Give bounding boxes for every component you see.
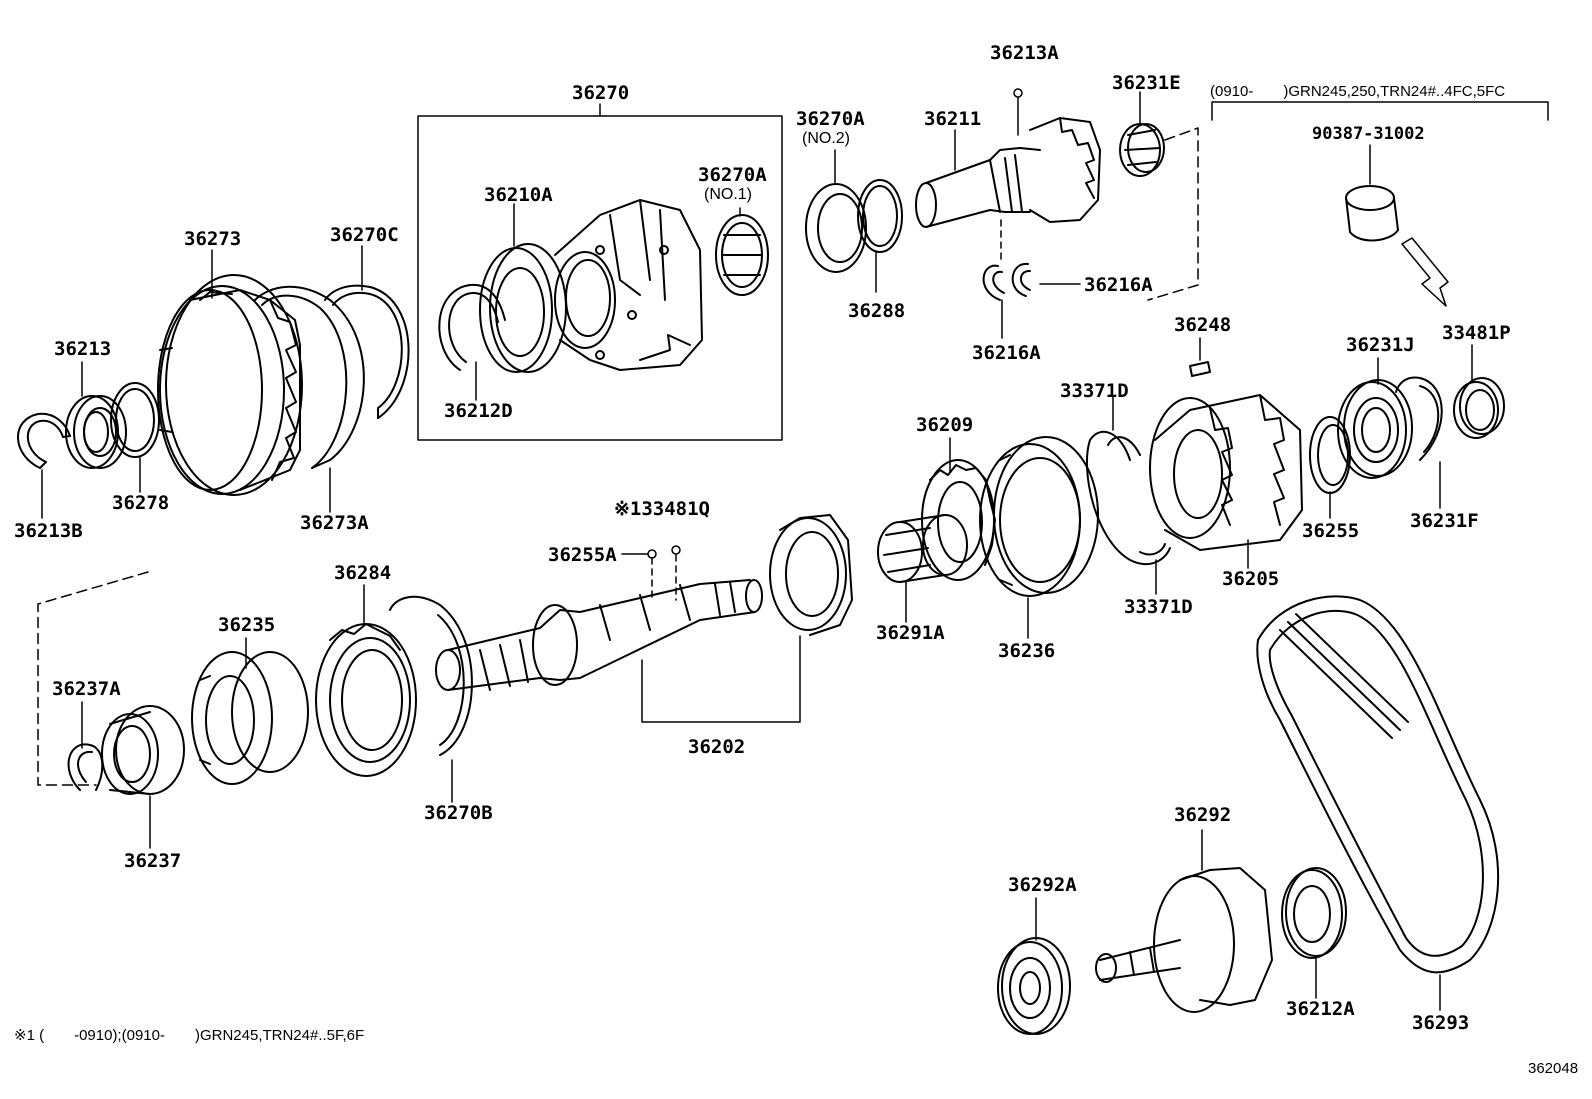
part-label-33481P[interactable]: 33481P — [1442, 322, 1511, 344]
part-label-36212A[interactable]: 36212A — [1286, 998, 1355, 1020]
gear-36292-drawing — [1095, 867, 1273, 1013]
part-label-36213B[interactable]: 36213B — [14, 520, 83, 542]
snap-ring-36273A-drawing — [254, 285, 365, 469]
synchro-hub-36284-drawing — [315, 623, 417, 777]
part-label-36292A[interactable]: 36292A — [1008, 874, 1077, 896]
part-label-36212D[interactable]: 36212D — [444, 400, 513, 422]
sleeve-90387-31002-drawing — [1345, 185, 1399, 242]
planetary-carrier-drawing — [554, 199, 703, 371]
ring-36278-drawing — [110, 382, 160, 458]
snap-ring-36213B-drawing — [17, 412, 71, 469]
part-label-36270B[interactable]: 36270B — [424, 802, 493, 824]
needle-bearing-36231E-drawing — [1119, 123, 1165, 177]
part-label-36209[interactable]: 36209 — [916, 414, 974, 436]
part-label-33371D-bottom[interactable]: 33371D — [1124, 596, 1193, 618]
qualifier-no2: (NO.2) — [802, 130, 850, 147]
part-label-36216A-right[interactable]: 36216A — [1084, 274, 1153, 296]
bearing-36292A-drawing — [997, 937, 1071, 1035]
part-label-36270A-no2[interactable]: 36270A — [796, 108, 865, 130]
gear-36235-drawing — [191, 651, 309, 785]
snap-ring-36212D-drawing — [438, 283, 506, 371]
arrow-indicator — [1401, 237, 1449, 307]
variant-note: (0910- )GRN245,250,TRN24#..4FC,5FC — [1210, 83, 1506, 100]
ring-gear-36273-drawing — [157, 274, 303, 496]
bearing-36270A-no1-drawing — [715, 214, 769, 296]
snap-ring-36270C-drawing — [324, 284, 410, 419]
part-label-36273A[interactable]: 36273A — [300, 512, 369, 534]
part-label-36231F[interactable]: 36231F — [1410, 510, 1479, 532]
part-label-36210A[interactable]: 36210A — [484, 184, 553, 206]
part-label-36202[interactable]: 36202 — [688, 736, 746, 758]
gear-36205-drawing — [1149, 394, 1303, 551]
part-label-36293[interactable]: 36293 — [1412, 1012, 1470, 1034]
snap-ring-36270B-drawing — [389, 595, 473, 756]
part-label-36288[interactable]: 36288 — [848, 300, 906, 322]
gear-36209-drawing — [921, 459, 996, 581]
gear-36202-drawing — [769, 514, 853, 636]
part-label-36291A[interactable]: 36291A — [876, 622, 945, 644]
leader-lines — [41, 91, 1441, 1011]
part-label-36273[interactable]: 36273 — [184, 228, 242, 250]
key-36248-drawing — [1189, 361, 1211, 377]
needle-bearing-36291A-drawing — [877, 514, 968, 583]
part-label-36270A-no1[interactable]: 36270A — [698, 164, 767, 186]
part-label-33481Q[interactable]: ※133481Q — [614, 498, 710, 520]
figure-id: 362048 — [1528, 1060, 1579, 1077]
part-label-36270[interactable]: 36270 — [572, 82, 630, 104]
part-label-36236[interactable]: 36236 — [998, 640, 1056, 662]
bearing-36213-drawing — [65, 395, 127, 469]
part-label-36237[interactable]: 36237 — [124, 850, 182, 872]
part-label-36235[interactable]: 36235 — [218, 614, 276, 636]
variant-bracket — [1211, 101, 1549, 121]
part-label-36213[interactable]: 36213 — [54, 338, 112, 360]
part-label-36292[interactable]: 36292 — [1174, 804, 1232, 826]
ring-36288-drawing — [857, 179, 903, 253]
dashed-bracket-left — [37, 571, 149, 786]
chain-36293-drawing — [1256, 595, 1500, 974]
part-label-36211[interactable]: 36211 — [924, 108, 982, 130]
snap-ring-36231F-drawing — [1395, 376, 1443, 461]
qualifier-no1: (NO.1) — [704, 186, 752, 203]
snap-rings-36216A-drawing — [982, 262, 1031, 301]
part-label-36216A-bottom[interactable]: 36216A — [972, 342, 1041, 364]
sleeve-36236-drawing — [979, 436, 1099, 597]
bearing-36270A-no2-drawing — [805, 183, 867, 273]
footnote: ※1 ( -0910);(0910- )GRN245,TRN24#..5F,6F — [14, 1027, 365, 1044]
main-shaft-36202-drawing — [435, 579, 763, 691]
part-label-36270C[interactable]: 36270C — [330, 224, 399, 246]
part-label-36231E[interactable]: 36231E — [1112, 72, 1181, 94]
part-label-36284[interactable]: 36284 — [334, 562, 392, 584]
part-label-36213A[interactable]: 36213A — [990, 42, 1059, 64]
part-label-36205[interactable]: 36205 — [1222, 568, 1280, 590]
part-label-36255[interactable]: 36255 — [1302, 520, 1360, 542]
dashed-bracket-right — [1147, 127, 1199, 301]
part-label-36278[interactable]: 36278 — [112, 492, 170, 514]
snap-ring-33371D-drawing — [1086, 430, 1171, 566]
gear-36237-drawing — [101, 705, 185, 795]
part-label-36237A[interactable]: 36237A — [52, 678, 121, 700]
part-label-90387-31002[interactable]: 90387-31002 — [1312, 124, 1425, 144]
bearing-36212A-drawing — [1281, 867, 1347, 959]
shaft-36211-drawing — [915, 117, 1101, 228]
part-label-36255A[interactable]: 36255A — [548, 544, 617, 566]
snap-ring-36237A-drawing — [67, 743, 104, 791]
bushing-33481P-drawing — [1453, 377, 1505, 439]
part-label-33371D-top[interactable]: 33371D — [1060, 380, 1129, 402]
leader-36202 — [641, 635, 801, 723]
part-label-36248[interactable]: 36248 — [1174, 314, 1232, 336]
part-label-36231J[interactable]: 36231J — [1346, 334, 1415, 356]
